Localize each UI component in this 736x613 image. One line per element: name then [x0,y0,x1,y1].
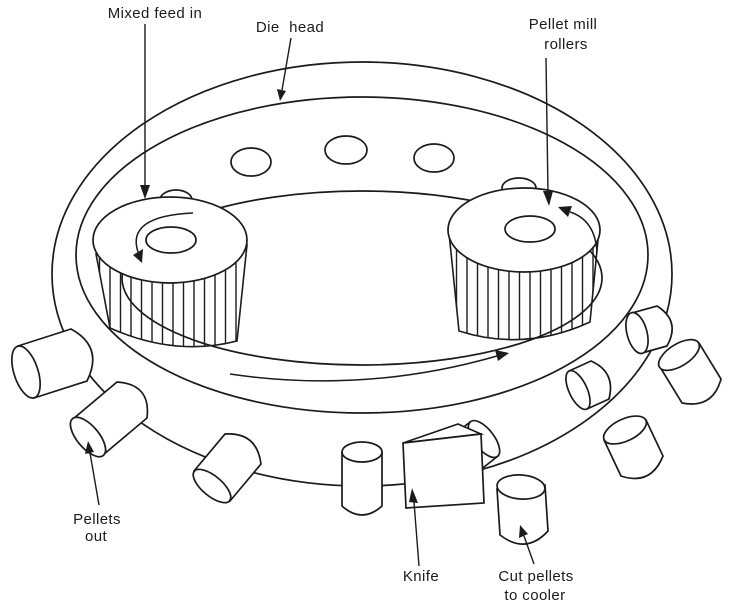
pellet-cut-to-cooler [496,474,549,545]
pellet [11,328,94,400]
label-mixed-feed-in: Mixed feed in [108,5,202,22]
pellets-out-arrow [85,441,100,506]
leader-arrows [85,24,553,567]
roller-hub [504,215,556,243]
label-pellets-out-line2: out [85,528,107,545]
pellet [625,305,674,355]
pellet [565,360,612,411]
knife-blade-face [402,433,485,509]
knife-arrow [409,488,420,567]
die-hole [230,147,272,177]
label-cut-pellets-line1: Cut pellets [498,568,573,585]
label-knife: Knife [403,568,439,585]
roller-rotation-arrow [558,206,598,253]
rollers-arrow [543,57,553,206]
pellet [69,381,149,458]
roller-rotation-arrow [133,212,194,263]
die-rotation-arrow [229,350,509,382]
labels: Mixed feed in Die head Pellet mill rolle… [73,5,597,604]
pellet [341,441,383,516]
label-die-head: Die head [256,19,324,36]
pellet [657,338,722,405]
die-head-arrow [277,37,292,101]
pellet [602,415,664,480]
pellet [192,433,262,504]
label-pellet-mill-rollers-line1: Pellet mill [529,16,598,33]
pellet-roller-left [92,189,248,348]
knife [402,423,485,509]
label-pellets-out-line1: Pellets [73,511,121,528]
pellet-roller-right [447,177,601,341]
cut-pellets-arrow [519,525,535,565]
die-hole [413,143,455,173]
mixed-feed-arrow [140,24,150,199]
roller-hub [145,226,197,254]
label-cut-pellets-line2: to cooler [504,587,565,604]
label-pellet-mill-rollers-line2: rollers [544,36,588,53]
die-hole [324,135,368,165]
